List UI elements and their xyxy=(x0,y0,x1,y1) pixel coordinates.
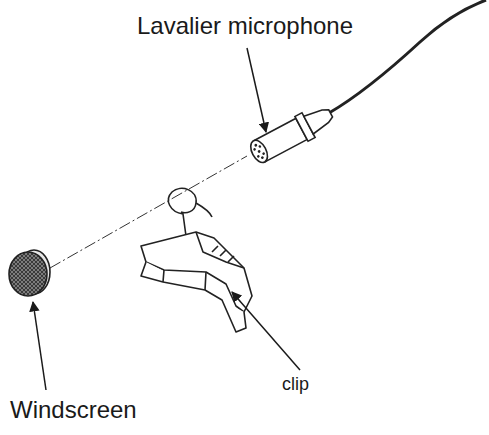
windscreen-illustration xyxy=(9,250,50,296)
leader-line xyxy=(232,292,300,370)
clip-illustration xyxy=(141,188,252,332)
part-label: clip xyxy=(282,374,309,395)
part-label: Lavalier microphone xyxy=(137,12,353,40)
leader-line xyxy=(247,48,266,132)
part-label: Windscreen xyxy=(10,396,137,424)
mic-body xyxy=(246,101,337,167)
leader-line xyxy=(33,302,46,390)
